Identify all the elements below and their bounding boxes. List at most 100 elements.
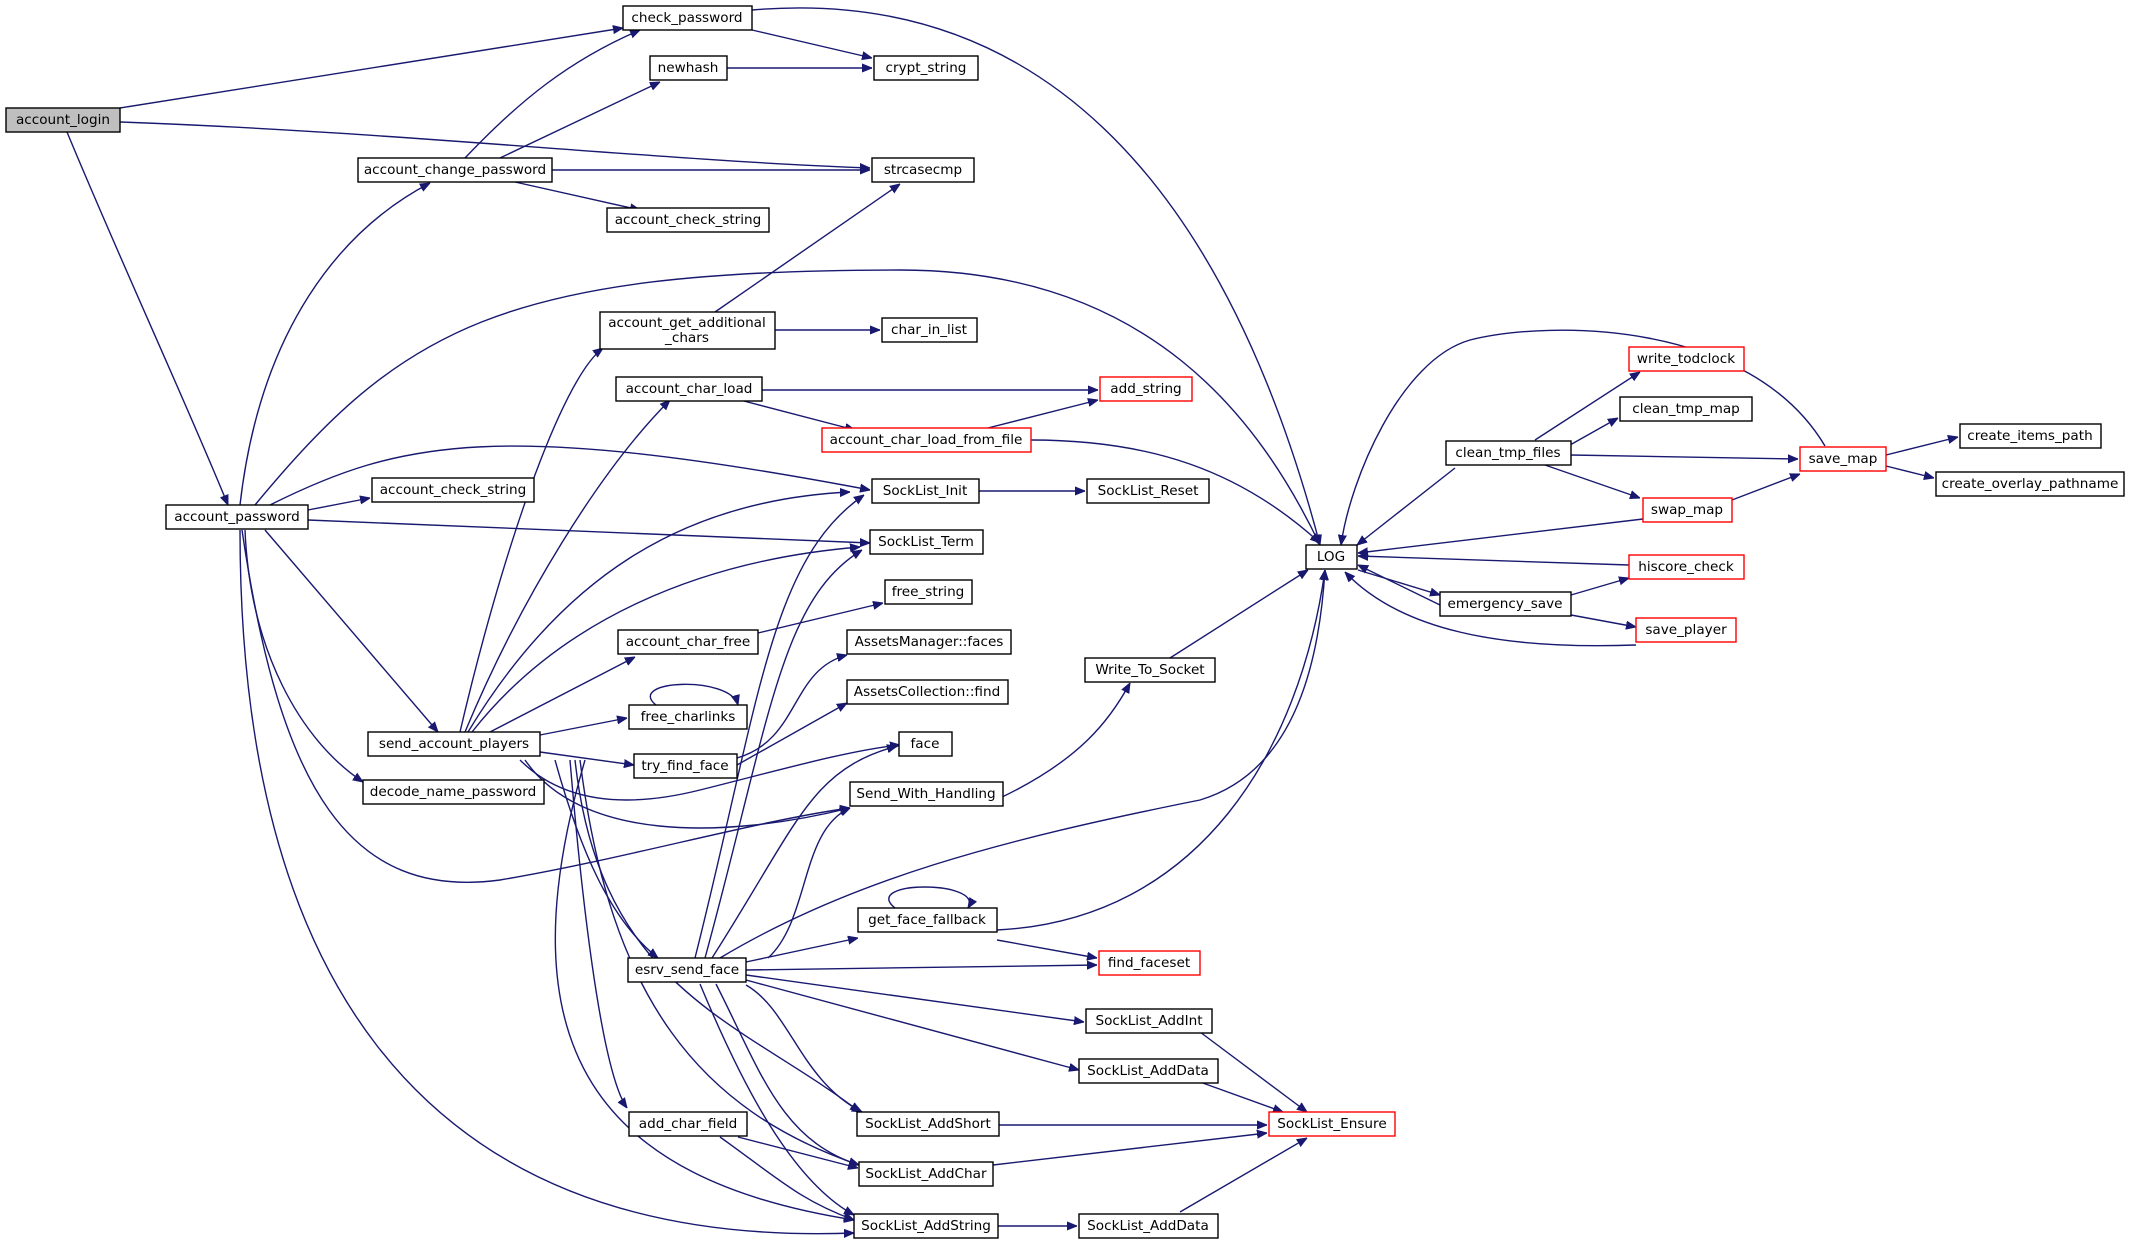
edge-emergency_save-LOG: [1358, 564, 1441, 606]
node-emergency_save[interactable]: emergency_save: [1439, 591, 1572, 617]
svg-text:find_faceset: find_faceset: [1108, 955, 1190, 971]
edge-account_password-SockList_Term: [307, 519, 870, 543]
edge-send_account_players-SockList_AddShort: [574, 759, 860, 1112]
node-SockList_Ensure[interactable]: SockList_Ensure: [1268, 1111, 1396, 1137]
edge-account_password-SockList_Init: [269, 445, 870, 506]
edge-account_login-strcasecmp: [119, 121, 870, 168]
node-check_password[interactable]: check_password: [622, 5, 753, 31]
node-account_char_load_from_file[interactable]: account_char_load_from_file: [821, 427, 1032, 453]
edge-account_char_free-free_string: [757, 603, 883, 634]
node-SockList_AddShort[interactable]: SockList_AddShort: [856, 1111, 1000, 1137]
node-AssetsManager_faces[interactable]: AssetsManager::faces: [846, 629, 1012, 655]
svg-text:SockList_AddData: SockList_AddData: [1087, 1063, 1209, 1079]
node-save_map[interactable]: save_map: [1799, 446, 1887, 472]
edge-Send_With_Handling-Write_To_Socket: [999, 683, 1130, 799]
node-account_get_additional_chars[interactable]: account_get_additional_chars: [599, 311, 776, 350]
edge-esrv_send_face-SockList_AddChar: [715, 983, 859, 1165]
edge-esrv_send_face-SockList_AddString: [699, 983, 854, 1215]
node-clean_tmp_files[interactable]: clean_tmp_files: [1445, 440, 1572, 466]
node-crypt_string[interactable]: crypt_string: [873, 55, 979, 81]
node-add_char_field[interactable]: add_char_field: [628, 1111, 748, 1137]
edge-account_password-account_change_password: [239, 183, 430, 506]
edge-account_login-account_password: [66, 131, 229, 505]
node-SockList_AddInt[interactable]: SockList_AddInt: [1085, 1008, 1213, 1034]
svg-text:hiscore_check: hiscore_check: [1638, 559, 1734, 575]
node-create_overlay_pathname[interactable]: create_overlay_pathname: [1935, 471, 2125, 497]
node-free_charlinks[interactable]: free_charlinks: [628, 704, 748, 730]
edge-account_char_load_from_file-LOG: [1030, 439, 1320, 543]
node-AssetsCollection_find[interactable]: AssetsCollection::find: [846, 679, 1009, 705]
edge-Write_To_Socket-LOG: [1169, 570, 1308, 659]
svg-text:account_char_free: account_char_free: [626, 634, 751, 650]
node-find_faceset[interactable]: find_faceset: [1098, 950, 1201, 976]
node-swap_map[interactable]: swap_map: [1642, 497, 1733, 523]
svg-text:add_string: add_string: [1110, 381, 1181, 397]
node-SockList_AddChar[interactable]: SockList_AddChar: [858, 1161, 994, 1187]
node-hiscore_check[interactable]: hiscore_check: [1628, 554, 1745, 580]
node-Send_With_Handling[interactable]: Send_With_Handling: [849, 781, 1004, 807]
edge-SockList_AddChar-SockList_Ensure: [992, 1133, 1267, 1166]
svg-text:account_char_load: account_char_load: [626, 381, 753, 397]
edge-account_change_password-check_password: [464, 29, 640, 159]
node-newhash[interactable]: newhash: [649, 55, 728, 81]
node-account_char_load[interactable]: account_char_load: [615, 376, 763, 402]
edge-account_login-check_password: [119, 28, 623, 109]
node-add_string[interactable]: add_string: [1099, 376, 1193, 402]
svg-text:save_map: save_map: [1809, 451, 1878, 467]
svg-text:swap_map: swap_map: [1651, 502, 1723, 518]
node-try_find_face[interactable]: try_find_face: [633, 753, 738, 779]
edge-esrv_send_face-find_faceset: [745, 965, 1097, 971]
node-LOG[interactable]: LOG: [1305, 544, 1358, 570]
edge-save_map-create_items_path: [1885, 437, 1958, 456]
node-write_todclock[interactable]: write_todclock: [1628, 346, 1745, 372]
edge-send_account_players-try_find_face: [539, 751, 634, 765]
svg-text:add_char_field: add_char_field: [639, 1116, 738, 1132]
svg-text:free_charlinks: free_charlinks: [641, 709, 736, 725]
node-SockList_Init[interactable]: SockList_Init: [871, 478, 980, 504]
node-account_char_free[interactable]: account_char_free: [617, 629, 759, 655]
node-account_check_string_2[interactable]: account_check_string: [371, 477, 535, 503]
node-account_change_password[interactable]: account_change_password: [357, 157, 553, 183]
svg-text:decode_name_password: decode_name_password: [370, 784, 536, 800]
node-SockList_Reset[interactable]: SockList_Reset: [1086, 478, 1210, 504]
edge-esrv_send_face-SockList_Init: [694, 495, 864, 959]
node-strcasecmp[interactable]: strcasecmp: [871, 157, 975, 183]
edge-send_account_players-account_char_free: [489, 656, 635, 733]
edge-clean_tmp_files-write_todclock: [1534, 372, 1640, 441]
edge-get_face_fallback-get_face_fallback: [888, 886, 970, 908]
edge-clean_tmp_files-save_map: [1570, 455, 1798, 459]
node-create_items_path[interactable]: create_items_path: [1959, 423, 2102, 449]
node-face[interactable]: face: [898, 731, 953, 757]
node-decode_name_password[interactable]: decode_name_password: [362, 779, 545, 805]
node-SockList_AddData_2[interactable]: SockList_AddData: [1078, 1213, 1219, 1239]
edge-esrv_send_face-SockList_AddData_1: [745, 979, 1079, 1070]
svg-text:create_items_path: create_items_path: [1967, 428, 2092, 444]
edge-account_change_password-newhash: [499, 81, 660, 159]
svg-text:write_todclock: write_todclock: [1637, 351, 1735, 367]
svg-text:account_check_string: account_check_string: [615, 212, 762, 228]
svg-text:account_password: account_password: [174, 509, 300, 525]
node-esrv_send_face[interactable]: esrv_send_face: [627, 957, 747, 983]
node-send_account_players[interactable]: send_account_players: [367, 731, 541, 757]
node-account_password[interactable]: account_password: [165, 504, 309, 530]
node-Write_To_Socket[interactable]: Write_To_Socket: [1084, 657, 1216, 683]
node-get_face_fallback[interactable]: get_face_fallback: [857, 907, 998, 933]
svg-text:account_get_additional: account_get_additional: [608, 315, 766, 331]
edge-clean_tmp_files-clean_tmp_map: [1569, 418, 1618, 446]
node-SockList_AddString[interactable]: SockList_AddString: [853, 1213, 999, 1239]
node-account_check_string_1[interactable]: account_check_string: [606, 207, 770, 233]
node-SockList_AddData_1[interactable]: SockList_AddData: [1078, 1058, 1219, 1084]
edge-save_map-create_overlay_pathname: [1885, 465, 1934, 478]
node-char_in_list[interactable]: char_in_list: [881, 317, 978, 343]
svg-text:_chars: _chars: [664, 330, 709, 346]
node-free_string[interactable]: free_string: [884, 579, 973, 605]
node-save_player[interactable]: save_player: [1635, 617, 1737, 643]
edge-esrv_send_face-SockList_Term: [704, 550, 862, 959]
node-SockList_Term[interactable]: SockList_Term: [869, 529, 984, 555]
node-clean_tmp_map[interactable]: clean_tmp_map: [1619, 396, 1753, 422]
edge-send_account_players-SockList_Term: [471, 547, 860, 733]
svg-text:account_login: account_login: [16, 112, 110, 128]
node-account_login[interactable]: account_login: [5, 107, 121, 133]
svg-text:check_password: check_password: [631, 10, 742, 26]
